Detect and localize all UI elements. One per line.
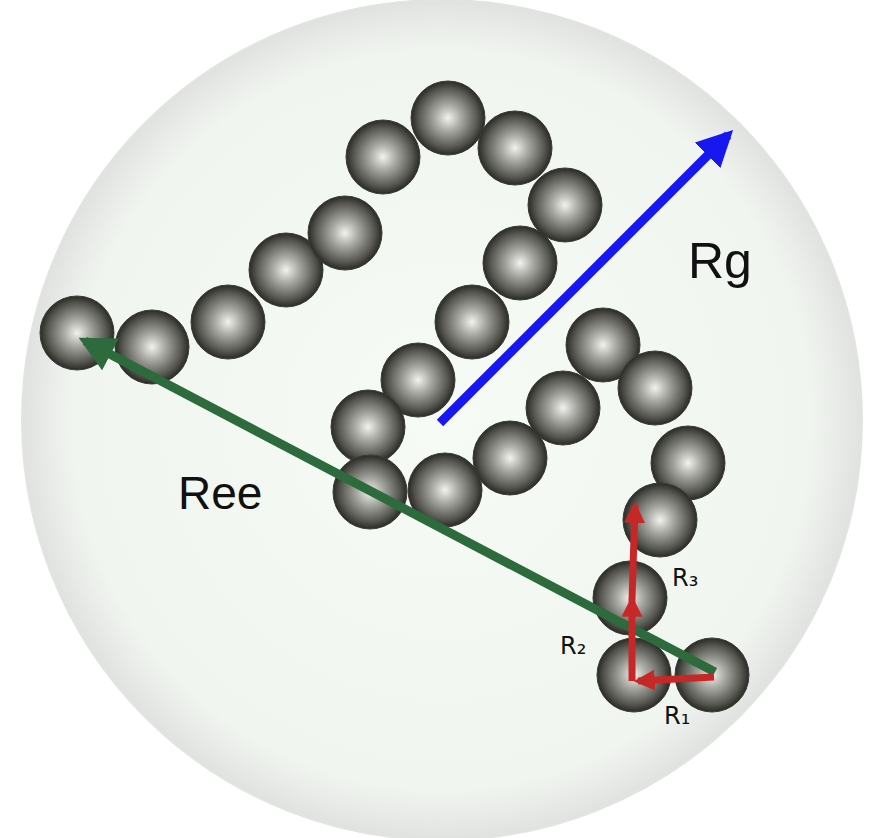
monomer-bead (526, 371, 600, 445)
monomer-bead (308, 196, 382, 270)
monomer-bead (346, 120, 420, 194)
ree-arrow (85, 341, 715, 672)
monomer-bead (483, 226, 557, 300)
bond-label: R₁ (664, 704, 690, 728)
rg-label: Rg (688, 236, 752, 286)
bond-vector (629, 600, 636, 681)
monomer-bead (40, 296, 114, 370)
monomer-bead (478, 111, 552, 185)
monomer-bead (618, 351, 692, 425)
bond-vector (632, 506, 635, 600)
monomer-bead (331, 390, 405, 464)
bond-vector (638, 677, 714, 681)
enclosing-sphere (22, 0, 862, 838)
monomer-bead (435, 285, 509, 359)
monomer-bead (411, 81, 485, 155)
ree-label: Ree (178, 470, 262, 516)
bond-label: R₂ (560, 634, 586, 658)
bond-label: R₃ (672, 566, 698, 590)
monomer-bead (191, 285, 265, 359)
rg-arrow (440, 135, 728, 423)
bead-chain (40, 81, 749, 712)
